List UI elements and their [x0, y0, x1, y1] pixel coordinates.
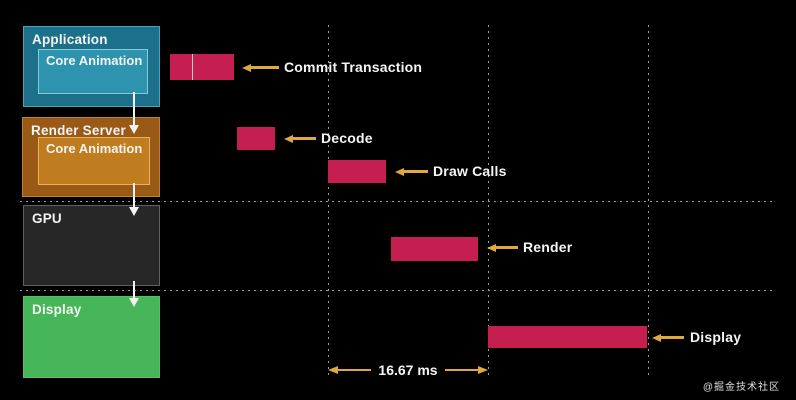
arrow-shaft [661, 336, 684, 339]
application-core-animation-box: Core Animation [38, 49, 148, 94]
event-bar-decode [237, 127, 275, 150]
flow-arrow-app-to-renderserver [133, 92, 135, 126]
stage-application-box: Application Core Animation [23, 26, 160, 107]
arrow-shaft [496, 246, 518, 249]
arrowhead-icon [284, 134, 293, 143]
left-arrow-icon [652, 333, 684, 342]
event-bar-display [488, 326, 647, 348]
stage-gpu-label: GPU [32, 211, 62, 226]
event-label-display: Display [690, 329, 742, 345]
flow-arrowhead-icon [129, 207, 139, 216]
left-arrow-icon [242, 63, 279, 72]
render-server-core-animation-box: Core Animation [38, 137, 150, 185]
frame-interval-label: 16.67 ms [378, 362, 438, 378]
render-server-core-animation-label: Core Animation [46, 141, 143, 156]
watermark: @掘金技术社区 [702, 382, 780, 393]
event-bar-render [391, 237, 478, 261]
event-label-render: Render [523, 239, 573, 255]
flow-arrowhead-icon [129, 298, 139, 307]
left-arrow-icon [284, 134, 316, 143]
measure-shaft [338, 368, 372, 372]
flow-arrow-gpu-to-display [133, 281, 135, 299]
stage-display-label: Display [32, 302, 82, 317]
measure-shaft [444, 368, 479, 372]
arrow-shaft [293, 137, 316, 140]
arrowhead-icon [395, 167, 404, 176]
application-core-animation-label: Core Animation [46, 53, 143, 68]
stage-divider-hline-1 [20, 200, 776, 202]
arrowhead-icon [652, 333, 661, 342]
stage-divider-hline-2 [20, 289, 776, 291]
stage-render-server-label: Render Server [31, 123, 126, 138]
left-arrow-icon [487, 243, 518, 252]
stage-display-box: Display [23, 296, 160, 378]
arrow-shaft [251, 66, 279, 69]
event-label-draw-calls: Draw Calls [433, 163, 507, 179]
arrowhead-icon [242, 63, 251, 72]
arrow-shaft [404, 170, 428, 173]
left-arrowhead-icon [328, 366, 338, 374]
left-arrow-icon [395, 167, 428, 176]
event-label-commit-transaction: Commit Transaction [284, 59, 423, 75]
event-bar-commit-transaction [170, 54, 234, 80]
event-bar-draw-calls [328, 160, 386, 183]
commit-bar-segment-2 [193, 54, 234, 80]
arrowhead-icon [487, 243, 496, 252]
flow-arrowhead-icon [129, 125, 139, 134]
frame-interval-measure: 16.67 ms [328, 361, 489, 379]
stage-gpu-box: GPU [23, 205, 160, 286]
commit-bar-segment-1 [170, 54, 192, 80]
stage-render-server-box: Render Server Core Animation [22, 117, 160, 197]
flow-arrow-renderserver-to-gpu [133, 183, 135, 208]
right-arrowhead-icon [478, 366, 489, 374]
event-label-decode: Decode [321, 130, 373, 146]
stage-application-label: Application [32, 32, 108, 47]
